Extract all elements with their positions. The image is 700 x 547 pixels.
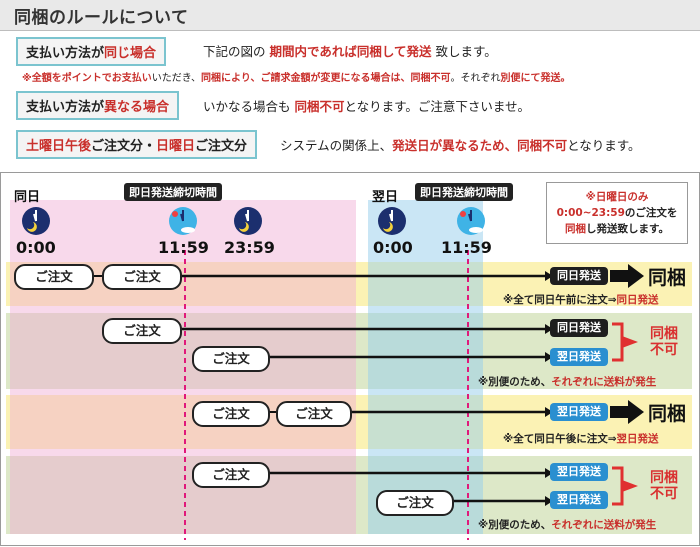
same-day-ship-tag: 同日発送 (550, 319, 608, 337)
order-pill: ご注文 (102, 264, 182, 290)
order-pill: ご注文 (14, 264, 94, 290)
row-3-note: ※全て同日午後に注文⇒翌日発送 (503, 433, 659, 445)
same-day-zone (10, 200, 356, 534)
row-4-note: ※別便のため、それぞれに送料が発生 (478, 519, 657, 531)
different-payment-label: 支払い方法が異なる場合 (16, 91, 180, 120)
row-1-note: ※全て同日午前に注文⇒同日発送 (503, 294, 659, 306)
sunday-note-box: ※日曜日のみ 0:00~23:59のご注文を 同梱し発送致します。 (546, 182, 688, 244)
night-clock-icon (22, 207, 50, 235)
page-title: 同梱のルールについて (14, 8, 189, 28)
day-clock-icon (169, 207, 197, 235)
bundle-label: 同梱 (648, 267, 687, 289)
time-next-1159: 11:59 (441, 238, 492, 257)
weekend-order-label: 土曜日午後ご注文分・日曜日ご注文分 (16, 130, 258, 159)
row-2-note: ※別便のため、それぞれに送料が発生 (478, 376, 657, 388)
different-payment-text: いかなる場合も 同梱不可となります。ご注意下さいませ。 (203, 99, 531, 114)
order-pill: ご注文 (376, 490, 454, 516)
bundle-label: 同梱 (648, 403, 687, 425)
header-bar: 同梱のルールについて (0, 0, 700, 31)
weekend-order-text: システムの関係上、発送日が異なるため、同梱不可となります。 (280, 138, 641, 153)
order-pill: ご注文 (192, 462, 270, 488)
points-note: ※全額をポイントでお支払いいただき、同梱により、ご請求金額が変更になる場合は、同… (22, 73, 571, 84)
night-clock-icon-3 (378, 207, 406, 235)
next-day-label: 翌日 (372, 190, 399, 205)
time-0000: 0:00 (16, 238, 56, 257)
night-clock-icon-2 (234, 207, 262, 235)
time-2359: 23:59 (224, 238, 275, 257)
next-day-ship-tag: 翌日発送 (550, 491, 608, 509)
cutoff-label-next-day: 即日発送締切時間 (415, 183, 513, 201)
time-next-0000: 0:00 (373, 238, 413, 257)
no-bundle-label: 同梱不可 (650, 470, 678, 502)
same-day-ship-tag: 同日発送 (550, 267, 608, 285)
order-pill: ご注文 (192, 401, 270, 427)
time-1159: 11:59 (158, 238, 209, 257)
same-day-label: 同日 (14, 190, 41, 205)
same-payment-text: 下記の図の 期間内であれば同梱して発送 致します。 (203, 44, 497, 59)
next-day-zone (368, 200, 483, 534)
day-clock-icon-2 (457, 207, 485, 235)
order-pill: ご注文 (276, 401, 352, 427)
next-day-ship-tag: 翌日発送 (550, 348, 608, 366)
cutoff-label-same-day: 即日発送締切時間 (124, 183, 222, 201)
no-bundle-label: 同梱不可 (650, 326, 678, 358)
order-pill: ご注文 (192, 346, 270, 372)
same-payment-label: 支払い方法が同じ場合 (16, 37, 167, 66)
next-day-ship-tag: 翌日発送 (550, 403, 608, 421)
order-pill: ご注文 (102, 318, 182, 344)
next-day-ship-tag: 翌日発送 (550, 463, 608, 481)
